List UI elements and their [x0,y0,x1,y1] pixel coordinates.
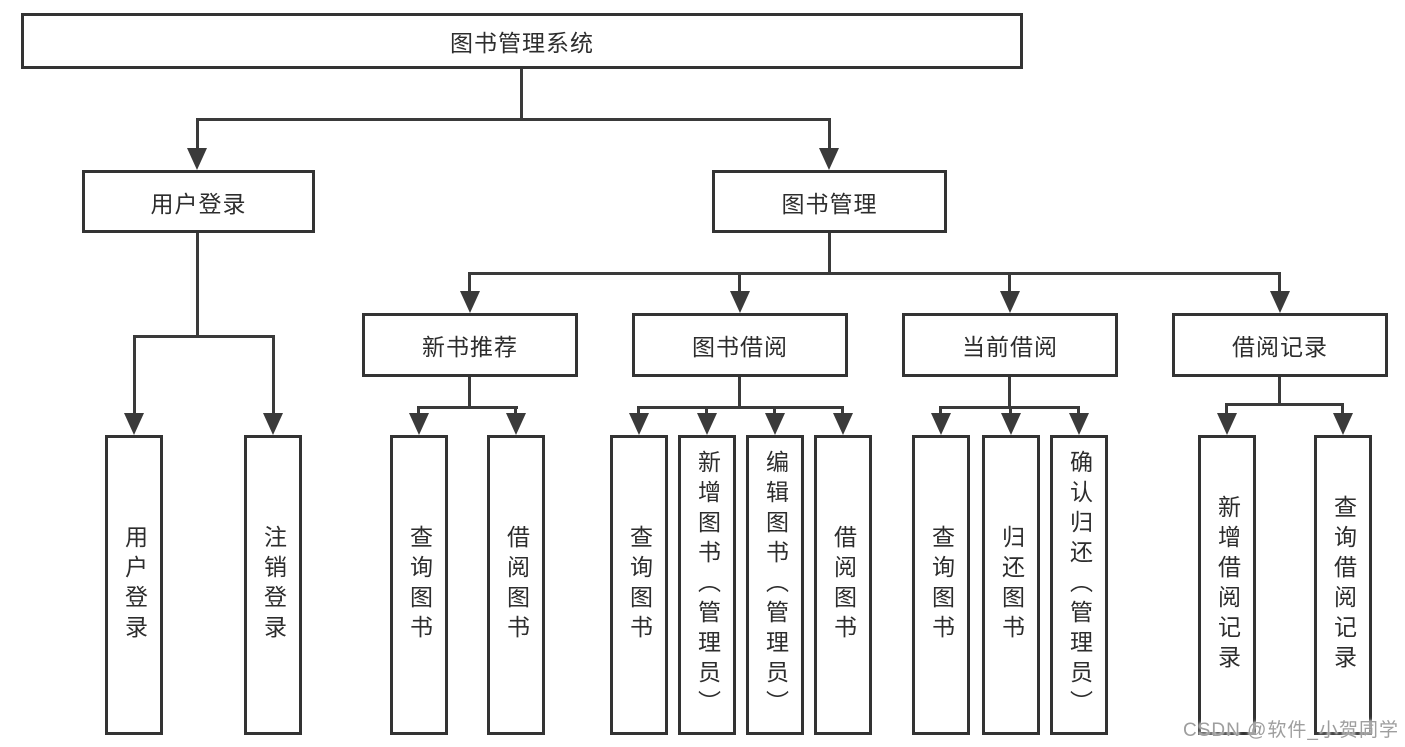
node-label: 新增借阅记录 [1214,495,1241,675]
arrow-down-icon [629,413,649,435]
node-label: 用户登录 [121,525,148,645]
arrow-down-icon [1217,413,1237,435]
connector-line [514,406,517,415]
connector-line [468,272,471,293]
arrow-down-icon [1069,413,1089,435]
node-new-book-recommendation: 新书推荐 [362,313,578,377]
leaf-return-books: 归还图书 [982,435,1040,735]
node-current-borrowing: 当前借阅 [902,313,1118,377]
connector-line [1341,403,1344,415]
arrow-down-icon [409,413,429,435]
leaf-edit-books-admin: 编辑图书（管理员） [746,435,804,735]
connector-line [1008,272,1011,293]
arrow-down-icon [697,413,717,435]
node-label: 图书借阅 [692,334,788,360]
node-borrowing-records: 借阅记录 [1172,313,1388,377]
node-label: 查询图书 [626,525,653,645]
connector-line [637,406,844,409]
connector-line [841,406,844,415]
connector-line [468,377,471,406]
leaf-borrow-query-books: 查询图书 [610,435,668,735]
leaf-user-login: 用户登录 [105,435,163,735]
connector-line [828,233,831,272]
node-root-library-management-system: 图书管理系统 [21,13,1023,69]
leaf-confirm-return-admin: 确认归还（管理员） [1050,435,1108,735]
connector-line [133,335,275,338]
node-book-management: 图书管理 [712,170,947,233]
node-label: 注销登录 [260,525,287,645]
connector-line [468,272,1281,275]
node-label: 确认归还（管理员） [1066,450,1093,720]
arrow-down-icon [460,291,480,313]
arrow-down-icon [765,413,785,435]
connector-line [1225,403,1344,406]
connector-line [773,406,776,415]
leaf-add-books-admin: 新增图书（管理员） [678,435,736,735]
arrow-down-icon [1000,291,1020,313]
leaf-recommend-query-books: 查询图书 [390,435,448,735]
node-label: 查询图书 [928,525,955,645]
arrow-down-icon [263,413,283,435]
connector-line [705,406,708,415]
node-label: 图书管理 [781,190,878,217]
node-label: 借阅图书 [503,525,530,645]
connector-line [520,69,523,118]
arrow-down-icon [124,413,144,435]
arrow-down-icon [931,413,951,435]
leaf-borrow-books: 借阅图书 [814,435,872,735]
node-label: 编辑图书（管理员） [762,450,789,720]
node-label: 借阅记录 [1232,334,1328,360]
node-label: 用户登录 [150,190,247,217]
node-label: 当前借阅 [962,334,1058,360]
node-label: 查询图书 [406,525,433,645]
node-label: 查询借阅记录 [1330,495,1357,675]
connector-line [272,335,275,414]
leaf-add-borrow-record: 新增借阅记录 [1198,435,1256,735]
leaf-logout: 注销登录 [244,435,302,735]
connector-line [1278,272,1281,293]
connector-line [738,272,741,293]
leaf-query-borrow-record: 查询借阅记录 [1314,435,1372,735]
connector-line [1225,403,1228,415]
arrow-down-icon [187,148,207,170]
arrow-down-icon [1333,413,1353,435]
connector-line [196,233,199,335]
leaf-recommend-borrow-books: 借阅图书 [487,435,545,735]
arrow-down-icon [506,413,526,435]
node-label: 新增图书（管理员） [694,450,721,720]
connector-line [196,118,199,149]
connector-line [939,406,942,415]
connector-line [1278,377,1281,403]
arrow-down-icon [819,148,839,170]
csdn-watermark: CSDN @软件_小贺同学 [1183,720,1399,741]
arrow-down-icon [833,413,853,435]
node-book-borrowing: 图书借阅 [632,313,848,377]
connector-line [637,406,640,415]
connector-line [196,118,831,121]
node-user-login: 用户登录 [82,170,315,233]
node-label: 归还图书 [998,525,1025,645]
node-label: 新书推荐 [422,334,518,360]
connector-line [828,118,831,149]
connector-line [1008,377,1011,406]
arrow-down-icon [730,291,750,313]
arrow-down-icon [1001,413,1021,435]
node-label: 图书管理系统 [450,30,594,56]
connector-line [738,377,741,406]
connector-line [417,406,420,415]
connector-line [1077,406,1080,415]
connector-line [417,406,518,409]
arrow-down-icon [1270,291,1290,313]
leaf-current-query-books: 查询图书 [912,435,970,735]
node-label: 借阅图书 [830,525,857,645]
connector-line [1009,406,1012,415]
connector-line [133,335,136,414]
